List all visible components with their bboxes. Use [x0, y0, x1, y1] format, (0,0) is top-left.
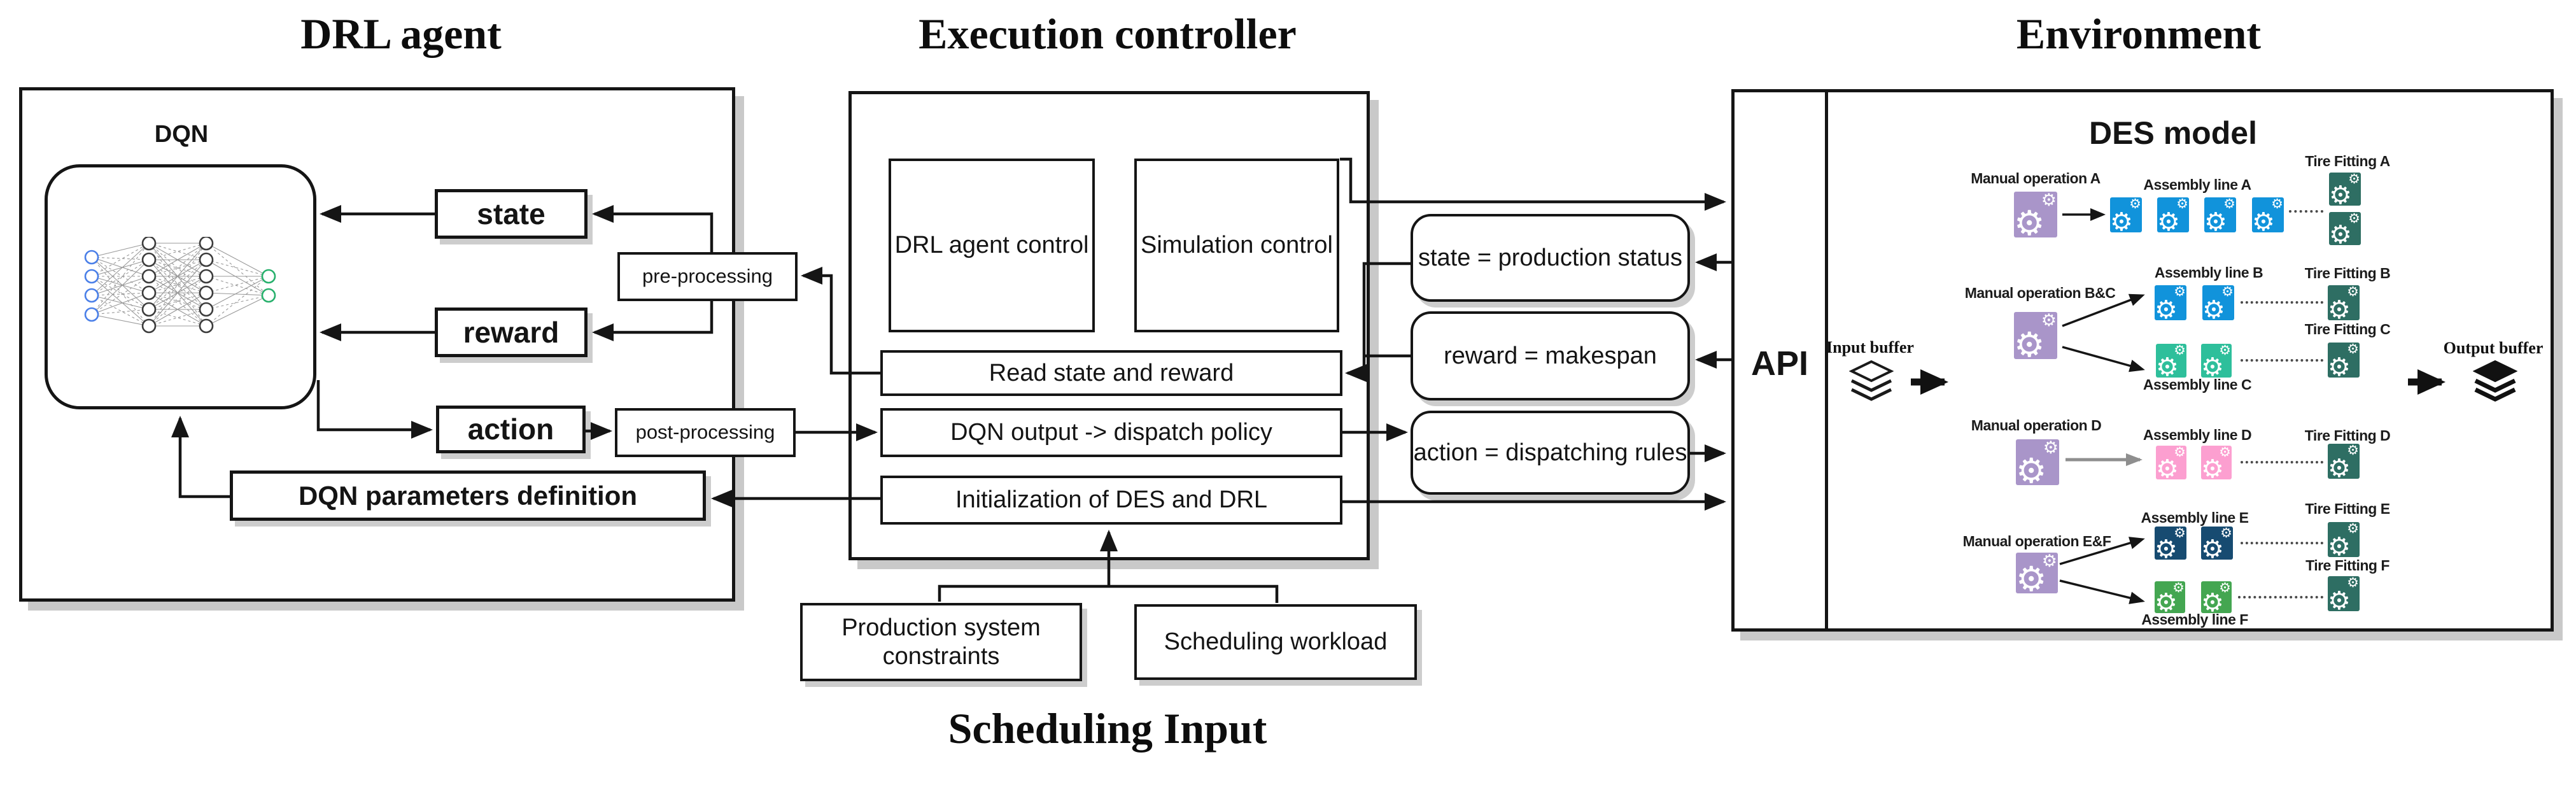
arrow-preprocessing-to-state	[592, 205, 714, 252]
assembly-line-b-label: Assembly line B	[2154, 264, 2263, 281]
execution-controller-title: Execution controller	[918, 10, 1297, 58]
state-box: state	[435, 189, 588, 239]
assembly-e-gear-icon: ⚙⚙	[2201, 526, 2233, 563]
dqn-label: DQN	[154, 121, 209, 148]
post-processing-box: post-processing	[615, 408, 796, 457]
arrow-simcontrol-to-api	[1340, 157, 1726, 211]
tire-a-gear-icon: ⚙⚙	[2329, 172, 2361, 209]
tire-fitting-a-label: Tire Fitting A	[2305, 153, 2390, 169]
simulation-control-box: Simulation control	[1134, 159, 1339, 332]
state-mapping-box: state = production status	[1411, 214, 1690, 302]
queue-dots	[2241, 301, 2323, 304]
assembly-line-e-label: Assembly line E	[2141, 509, 2249, 526]
manual-operation-bc-label: Manual operation B&C	[1964, 285, 2116, 301]
arrow-preprocessing-to-reward	[592, 301, 714, 341]
scheduling-junction-line	[938, 584, 1279, 603]
scheduling-workload-box: Scheduling workload	[1134, 604, 1417, 680]
manual-operation-ef-label: Manual operation E&F	[1962, 533, 2111, 549]
assembly-line-c-label: Assembly line C	[2143, 376, 2252, 393]
manual-operation-a-label: Manual operation A	[1971, 170, 2101, 187]
tire-b-gear-icon: ⚙⚙	[2328, 285, 2360, 324]
tire-e-gear-icon: ⚙⚙	[2328, 521, 2360, 561]
tire-fitting-c-label: Tire Fitting C	[2304, 321, 2391, 337]
pre-processing-box: pre-processing	[617, 252, 798, 301]
action-mapping-box: action = dispatching rules	[1411, 411, 1690, 495]
tire-fitting-f-label: Tire Fitting F	[2305, 557, 2389, 574]
arrow-manual-ef-to-line-f	[2059, 579, 2145, 604]
manual-d-gear-icon: ⚙⚙	[2016, 438, 2059, 490]
queue-dots	[2241, 359, 2323, 362]
manual-bc-gear-icon: ⚙⚙	[2014, 311, 2057, 364]
assembly-line-a-label: Assembly line A	[2143, 176, 2251, 193]
arrow-read-to-preprocessing	[801, 267, 880, 375]
tire-f-gear-icon: ⚙⚙	[2328, 576, 2360, 615]
assembly-f-gear-icon: ⚙⚙	[2155, 581, 2185, 617]
assembly-a-gear-icon: ⚙⚙	[2157, 197, 2189, 236]
output-buffer-label: Output buffer	[2443, 339, 2544, 357]
arrow-manual-bc-to-line-b	[2062, 293, 2145, 327]
arrow-dqnparams-to-dqn	[171, 416, 230, 499]
assembly-d-gear-icon: ⚙⚙	[2156, 445, 2186, 483]
tire-d-gear-icon: ⚙⚙	[2328, 443, 2360, 483]
output-buffer-layers-icon	[2473, 360, 2517, 402]
api-divider-line	[1825, 89, 1828, 632]
dqn-parameters-box: DQN parameters definition	[230, 470, 706, 521]
environment-title: Environment	[2016, 10, 2262, 58]
assembly-a-gear-icon: ⚙⚙	[2110, 197, 2142, 236]
arrow-manual-bc-to-line-c	[2062, 346, 2145, 372]
production-constraints-box: Production system constraints	[800, 603, 1082, 681]
tire-fitting-d-label: Tire Fitting D	[2304, 427, 2391, 444]
input-buffer-label: Input buffer	[1826, 338, 1914, 357]
assembly-c-gear-icon: ⚙⚙	[2156, 343, 2186, 381]
assembly-a-gear-icon: ⚙⚙	[2204, 197, 2236, 236]
assembly-line-f-label: Assembly line F	[2141, 611, 2248, 628]
reward-box: reward	[435, 308, 588, 357]
assembly-d-gear-icon: ⚙⚙	[2201, 445, 2232, 483]
assembly-c-gear-icon: ⚙⚙	[2201, 343, 2232, 381]
tire-a-gear-icon: ⚙⚙	[2329, 211, 2361, 249]
assembly-e-gear-icon: ⚙⚙	[2155, 526, 2186, 563]
assembly-a-gear-icon: ⚙⚙	[2252, 197, 2284, 236]
read-state-reward-box: Read state and reward	[880, 350, 1342, 396]
manual-operation-d-label: Manual operation D	[1971, 417, 2102, 434]
arrow-manual-ef-to-line-e	[2059, 537, 2145, 565]
manual-a-gear-icon: ⚙⚙	[2014, 190, 2057, 243]
assembly-f-gear-icon: ⚙⚙	[2201, 581, 2232, 617]
assembly-b-gear-icon: ⚙⚙	[2155, 285, 2186, 324]
arrow-statemap-to-read	[1345, 262, 1411, 382]
input-buffer-layers-icon	[1849, 360, 1894, 401]
initialization-box: Initialization of DES and DRL	[880, 476, 1342, 525]
queue-dots	[2238, 596, 2323, 598]
tire-fitting-e-label: Tire Fitting E	[2305, 500, 2390, 517]
neural-network-icon	[84, 237, 276, 334]
reward-mapping-box: reward = makespan	[1411, 311, 1690, 400]
scheduling-input-title: Scheduling Input	[948, 704, 1267, 753]
assembly-b-gear-icon: ⚙⚙	[2202, 285, 2234, 324]
queue-dots	[2241, 542, 2323, 544]
des-model-title: DES model	[2089, 115, 2257, 151]
drl-agent-control-box: DRL agent control	[889, 159, 1095, 332]
tire-c-gear-icon: ⚙⚙	[2328, 342, 2360, 381]
dqn-output-box: DQN output -> dispatch policy	[880, 408, 1342, 457]
assembly-line-d-label: Assembly line D	[2143, 427, 2252, 443]
drl-agent-title: DRL agent	[300, 10, 502, 58]
action-box: action	[436, 406, 586, 453]
api-label: API	[1750, 344, 1809, 383]
queue-dots	[2241, 461, 2323, 463]
manual-ef-gear-icon: ⚙⚙	[2016, 551, 2058, 598]
arrow-dqn-to-action	[316, 380, 433, 439]
tire-fitting-b-label: Tire Fitting B	[2304, 265, 2391, 281]
queue-dots	[2289, 210, 2323, 213]
